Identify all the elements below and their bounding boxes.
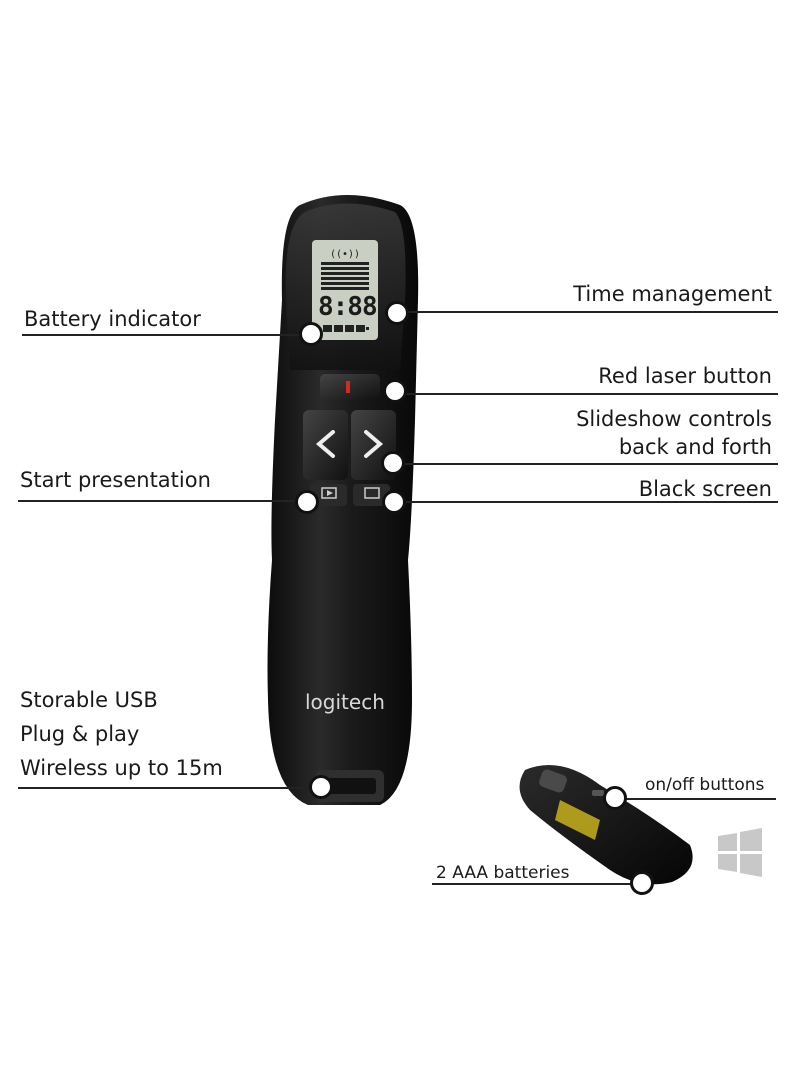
presenter-side-view — [519, 765, 693, 885]
label-black-screen: Black screen — [638, 477, 772, 501]
label-storable-usb: Storable USB — [20, 688, 158, 712]
forward-arrow-icon — [364, 430, 384, 458]
label-on-off-buttons: on/off buttons — [645, 775, 765, 795]
brand-logo: logitech — [305, 690, 385, 714]
label-time-management: Time management — [573, 282, 772, 306]
windows-logo-icon — [718, 828, 762, 877]
label-slideshow-controls-1: Slideshow controls — [576, 407, 772, 431]
label-red-laser-button: Red laser button — [598, 364, 772, 388]
back-arrow-icon — [315, 430, 335, 458]
leader-black-screen — [396, 501, 778, 503]
callout-on-off-buttons — [603, 786, 627, 810]
callout-time-management — [385, 301, 409, 325]
laser-icon — [346, 381, 350, 393]
label-start-presentation: Start presentation — [20, 468, 211, 492]
leader-red-laser-button — [396, 393, 778, 395]
leader-start-presentation — [18, 500, 310, 502]
battery-icon — [323, 325, 369, 332]
label-slideshow-controls-2: back and forth — [618, 435, 772, 459]
callout-slideshow-controls — [381, 451, 405, 475]
timer-bars-icon — [321, 262, 369, 290]
back-button — [303, 410, 348, 480]
callout-batteries — [630, 871, 654, 895]
blank-screen-icon — [364, 487, 380, 499]
leader-batteries — [432, 883, 644, 885]
leader-on-off-buttons — [614, 798, 776, 800]
leader-usb — [18, 787, 323, 789]
callout-usb — [309, 775, 333, 799]
leader-battery-indicator — [22, 334, 312, 336]
on-off-switch — [592, 790, 604, 796]
callout-battery-indicator — [299, 322, 323, 346]
lcd-time: 8:88 — [318, 292, 378, 322]
signal-icon: ((•)) — [330, 249, 360, 260]
callout-black-screen — [382, 490, 406, 514]
black-screen-button — [353, 484, 390, 506]
callout-red-laser-button — [383, 379, 407, 403]
play-icon — [321, 487, 337, 499]
callout-start-presentation — [295, 490, 319, 514]
battery-door — [555, 800, 600, 840]
leader-slideshow-controls — [396, 463, 778, 465]
label-batteries: 2 AAA batteries — [436, 863, 570, 883]
label-plug-and-play: Plug & play — [20, 722, 140, 746]
label-wireless: Wireless up to 15m — [20, 756, 223, 780]
leader-time-management — [396, 311, 778, 313]
label-battery-indicator: Battery indicator — [24, 307, 201, 331]
